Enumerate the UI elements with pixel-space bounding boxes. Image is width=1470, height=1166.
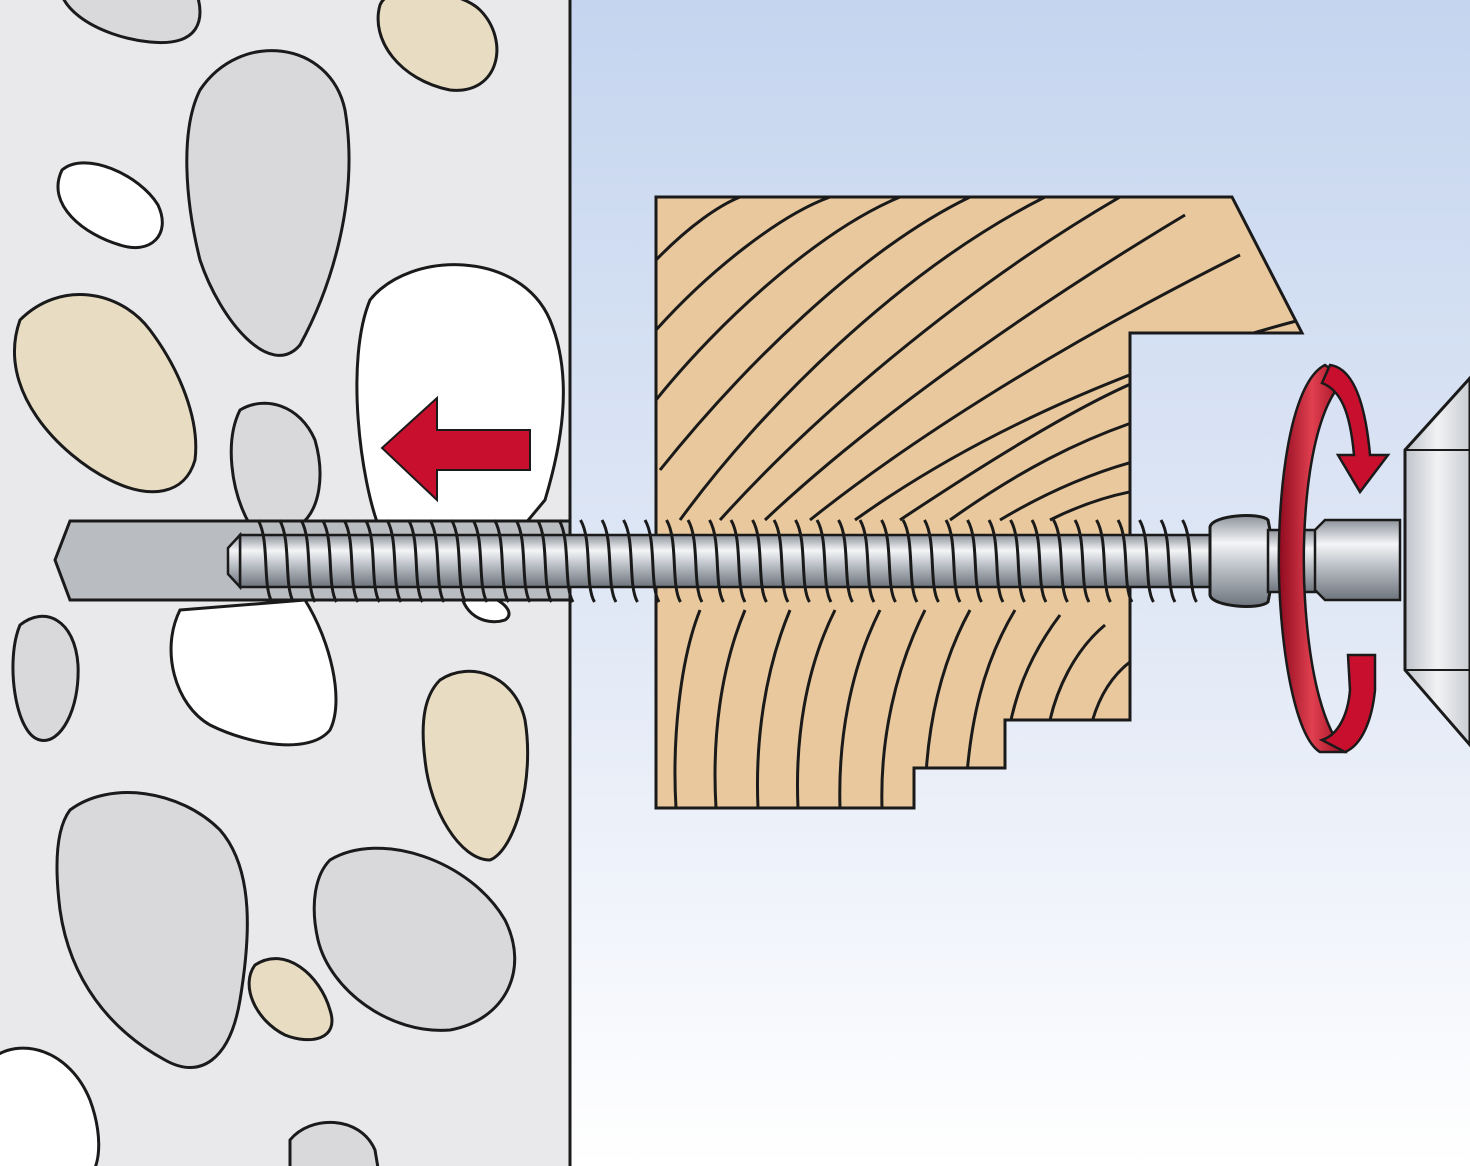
thread-crest: [1030, 519, 1048, 603]
thread-crest: [1009, 519, 1026, 603]
thread-crest: [794, 519, 811, 603]
thread-crest: [471, 519, 489, 603]
stone: [376, 0, 499, 92]
thread-crest: [686, 519, 704, 603]
stone: [421, 669, 530, 862]
thread-crest: [987, 519, 1005, 603]
thread-crest: [858, 519, 876, 603]
stone: [288, 1120, 380, 1166]
thread-crest: [966, 519, 983, 603]
thread-crest: [1073, 519, 1091, 603]
thread-crest: [450, 519, 467, 603]
thread-crest: [385, 519, 403, 603]
thread-crest: [622, 519, 639, 603]
thread-crest: [256, 519, 274, 603]
screw-shank: [238, 533, 1227, 589]
thread-crest: [579, 519, 596, 603]
screw-head: [1208, 514, 1274, 608]
thread-crest: [557, 519, 575, 603]
bit-holder: [1313, 518, 1402, 602]
thread-crest: [1138, 519, 1155, 603]
stone: [355, 263, 565, 532]
stone: [11, 614, 80, 742]
thread-crest: [600, 519, 618, 603]
thread-crest: [514, 519, 532, 603]
drill-chuck: [1403, 375, 1470, 748]
thread-crest: [901, 519, 919, 603]
thread-crest: [729, 519, 747, 603]
thread-crest: [944, 519, 962, 603]
stone: [55, 791, 249, 1069]
screw-threads: [256, 519, 1198, 603]
thread-crest: [364, 519, 381, 603]
thread-crest: [407, 519, 424, 603]
thread-crest: [708, 519, 725, 603]
thread-crest: [772, 519, 790, 603]
stone: [229, 401, 322, 527]
stone: [185, 49, 351, 357]
rotation-arrows-icon: [1277, 363, 1391, 754]
thread-crest: [428, 519, 446, 603]
thread-crest: [1181, 519, 1198, 603]
stone: [62, 0, 202, 45]
thread-crest: [665, 519, 682, 603]
thread-crest: [342, 519, 360, 603]
thread-crest: [299, 519, 317, 603]
arrow-left-icon: [380, 395, 531, 503]
stone: [56, 161, 164, 250]
thread-crest: [1159, 519, 1177, 603]
screw-tip: [226, 531, 242, 591]
thread-crest: [536, 519, 553, 603]
stone: [0, 1046, 101, 1166]
thread-crest: [278, 519, 295, 603]
thread-crest: [643, 519, 661, 603]
stone: [312, 846, 517, 1032]
thread-crest: [837, 519, 854, 603]
thread-crest: [751, 519, 768, 603]
stone: [13, 293, 198, 494]
stone: [247, 957, 334, 1042]
thread-crest: [493, 519, 510, 603]
thread-crest: [1095, 519, 1112, 603]
thread-crest: [880, 519, 897, 603]
thread-crest: [815, 519, 833, 603]
thread-crest: [321, 519, 338, 603]
thread-crest: [1116, 519, 1134, 603]
thread-crest: [1052, 519, 1069, 603]
stone: [169, 598, 338, 747]
thread-crest: [923, 519, 940, 603]
